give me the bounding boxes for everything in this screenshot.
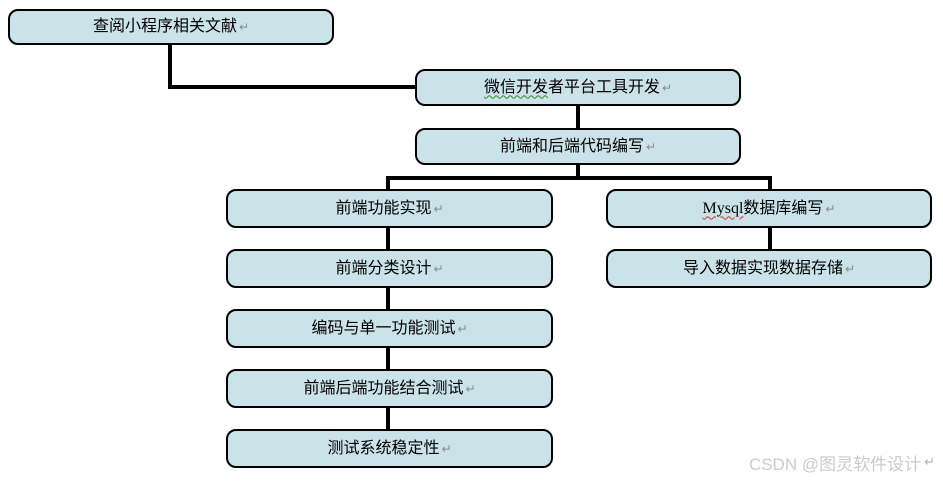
connector-v-branch-to-frontend <box>386 176 390 191</box>
flow-node-data-import-storage: 导入数据实现数据存储↵ <box>606 249 932 288</box>
flow-node-label-misspelled: 微信开发 <box>483 78 548 96</box>
flow-node-integration-testing: 前端后端功能结合测试↵ <box>226 369 553 408</box>
connector-v-category-to-unit-test <box>386 286 390 311</box>
connector-v-frontend-to-category <box>386 226 390 251</box>
connector-v-literature-to-branch <box>168 43 172 89</box>
flow-node-label: 前端分类设计 <box>335 259 432 277</box>
connector-v-unit-test-to-integration <box>386 346 390 371</box>
flow-node-label: 查阅小程序相关文献 <box>92 18 237 35</box>
paragraph-mark-icon: ↵ <box>465 381 476 396</box>
flow-node-frontend-category-design: 前端分类设计↵ <box>226 249 553 288</box>
paragraph-mark-icon: ↵ <box>661 80 673 95</box>
paragraph-mark-icon: ↵ <box>844 261 856 276</box>
flow-node-wechat-devtools: 微信开发者平台工具开发↵ <box>415 69 741 106</box>
flow-node-label: 数据库编写 <box>743 199 824 217</box>
paragraph-mark-icon: ↵ <box>433 261 444 276</box>
paragraph-mark-icon: ↵ <box>433 201 444 216</box>
connector-v-branch-to-mysql <box>768 176 772 191</box>
paragraph-mark-icon: ↵ <box>457 321 468 336</box>
connector-h-branch <box>386 176 772 180</box>
connector-v-devtools-to-coding <box>576 104 580 130</box>
watermark-text: CSDN @图灵软件设计 <box>748 455 922 474</box>
flow-node-label: 前端后端功能结合测试 <box>303 379 464 397</box>
flow-node-frontend-backend-coding: 前端和后端代码编写↵ <box>415 128 741 165</box>
paragraph-mark-icon: ↵ <box>441 441 452 456</box>
csdn-watermark: CSDN @图灵软件设计↵ <box>749 450 935 475</box>
connector-v-coding-to-branch <box>576 163 580 180</box>
flow-node-label: 编码与单一功能测试 <box>311 319 456 337</box>
paragraph-mark-icon: ↵ <box>924 455 935 470</box>
flow-node-label: 者平台工具开发 <box>547 78 660 96</box>
flow-node-label: 前端功能实现 <box>335 199 432 217</box>
flow-node-frontend-implementation: 前端功能实现↵ <box>226 189 553 228</box>
flow-node-label: 前端和后端代码编写 <box>499 137 644 155</box>
paragraph-mark-icon: ↵ <box>645 139 657 154</box>
connector-v-mysql-to-import <box>768 226 772 251</box>
connector-h-literature-to-devtools <box>168 85 418 89</box>
paragraph-mark-icon: ↵ <box>238 20 250 34</box>
flow-node-review-literature: 查阅小程序相关文献↵ <box>8 9 334 45</box>
flow-node-stability-testing: 测试系统稳定性↵ <box>226 429 553 468</box>
paragraph-mark-icon: ↵ <box>825 201 836 216</box>
flow-node-label: 导入数据实现数据存储 <box>682 259 843 277</box>
connector-v-integration-to-stability <box>386 406 390 431</box>
flow-node-label-misspelled: Mysql <box>702 199 744 217</box>
flow-node-label: 测试系统稳定性 <box>327 439 440 457</box>
flow-node-unit-testing: 编码与单一功能测试↵ <box>226 309 553 348</box>
flow-node-mysql-database: Mysql 数据库编写↵ <box>606 189 932 228</box>
